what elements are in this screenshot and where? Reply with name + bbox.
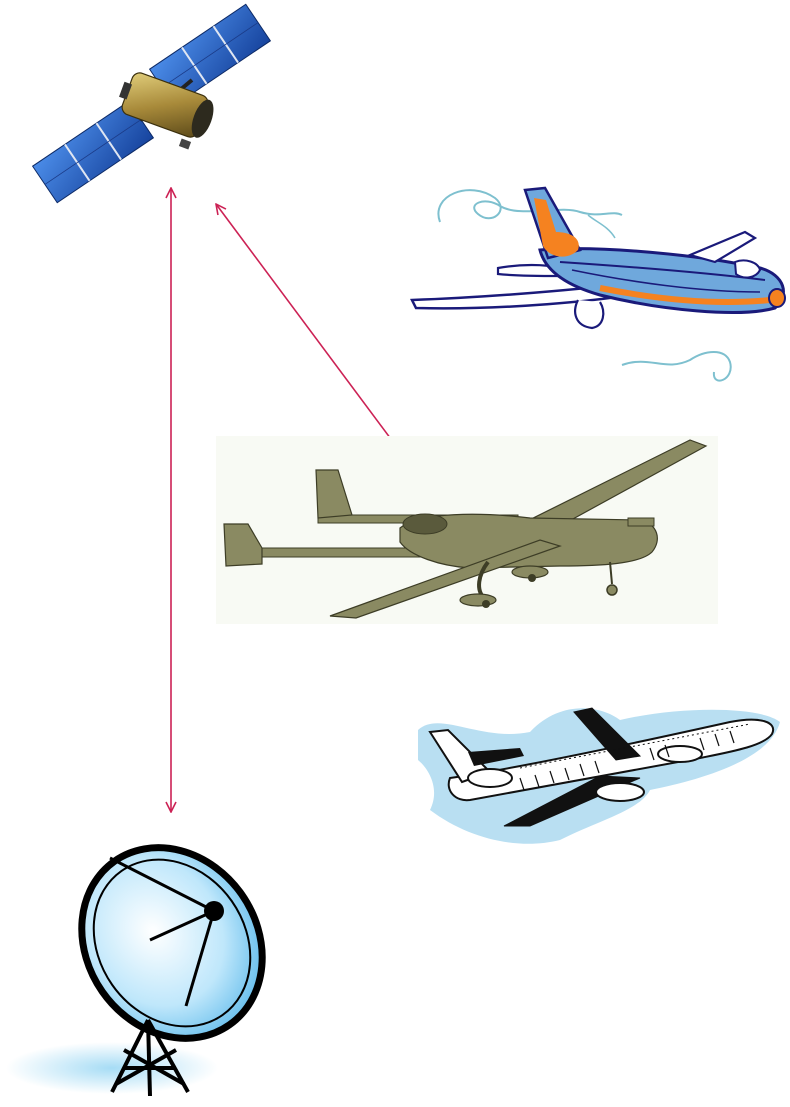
cartoon-airplane-icon xyxy=(412,188,785,381)
satellite-icon xyxy=(33,4,271,202)
jet-airliner-icon xyxy=(418,708,780,844)
satellite-dish-icon xyxy=(6,812,299,1096)
link-satellite-uav xyxy=(216,204,408,462)
drone-icon xyxy=(216,436,718,624)
